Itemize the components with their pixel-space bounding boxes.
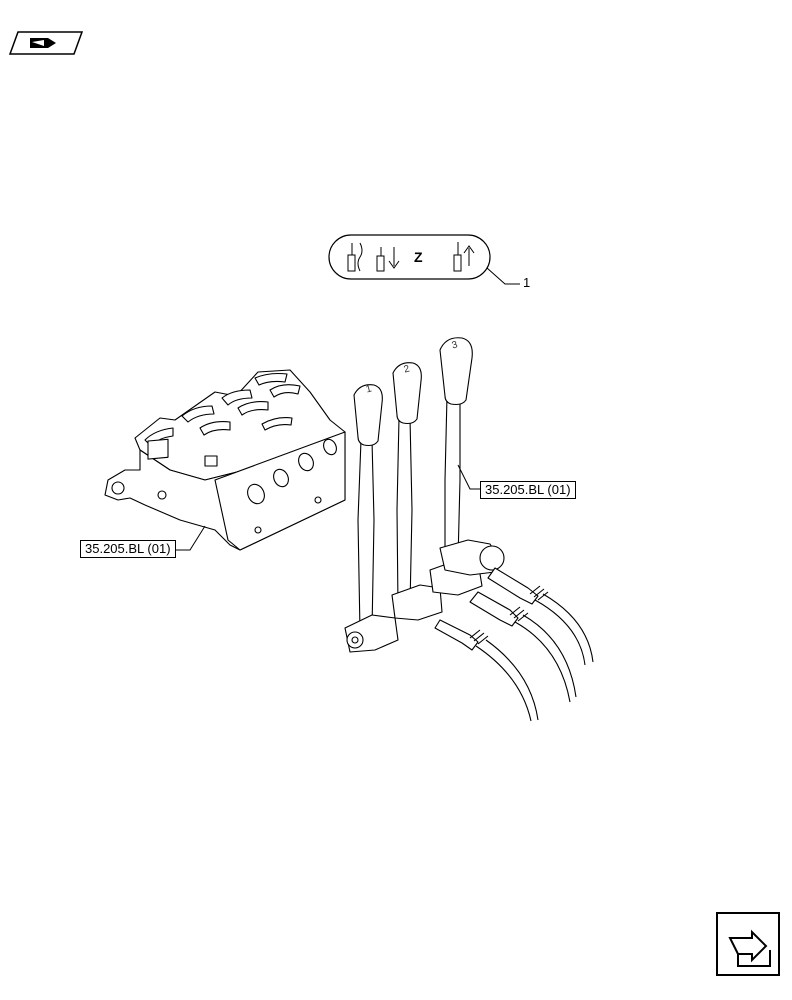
lever-knob-1 (353, 384, 383, 447)
cylinder-float-icon (347, 242, 363, 272)
lever-support-bracket (104, 369, 346, 551)
reference-label-right[interactable]: 35.205.BL (01) (480, 481, 576, 499)
ref-right-leader (457, 464, 480, 490)
callout-number-1: 1 (523, 275, 531, 290)
cylinder-up-icon (453, 242, 475, 272)
control-cables (469, 585, 594, 722)
lever-knob-3 (439, 337, 473, 406)
cylinder-down-icon (376, 247, 400, 272)
next-page-arrow-icon[interactable] (716, 912, 780, 976)
ref-left-leader (176, 525, 206, 551)
lever-knob-2 (392, 362, 422, 425)
reference-label-left[interactable]: 35.205.BL (01) (80, 540, 176, 558)
book-page-arrow-icon[interactable] (8, 31, 84, 55)
axis-z-label: Z (414, 249, 423, 265)
function-symbol-panel (328, 234, 491, 280)
control-lever-assembly (344, 337, 539, 653)
callout-1-leader (486, 267, 520, 285)
